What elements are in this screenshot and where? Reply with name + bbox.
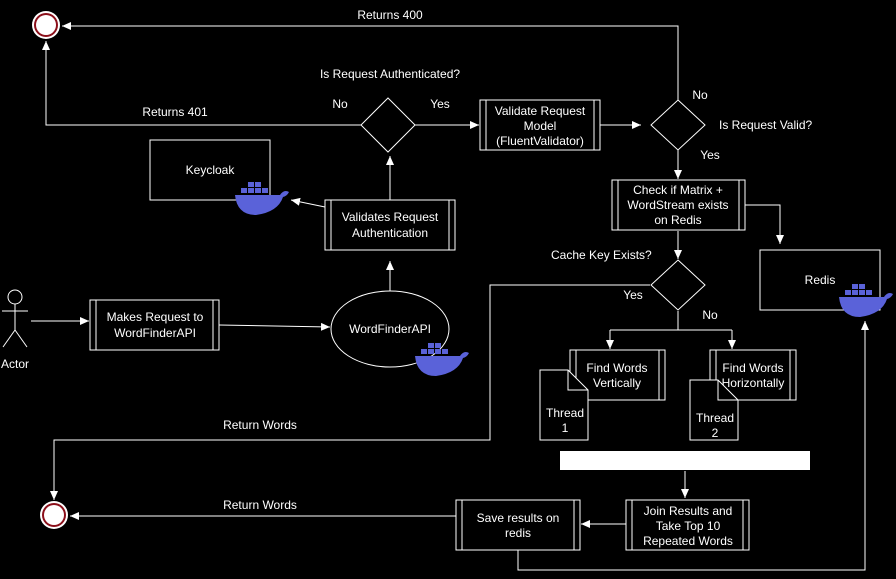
sync-bar (560, 451, 810, 470)
save-line1: Save results on (477, 511, 560, 525)
edge-returns-401 (42, 41, 361, 126)
edge-request-to-wordfinder (218, 322, 331, 331)
actor-figure (2, 289, 28, 348)
save-results-box: Save results on redis (455, 499, 581, 551)
find-vertical-line1: Find Words (586, 361, 647, 375)
thread1-note: Thread 1 (539, 369, 589, 441)
edge-cache-no (610, 311, 732, 331)
redis-label: Redis (805, 273, 836, 287)
find-vertical-line2: Vertically (593, 376, 641, 390)
label-returns-400: Returns 400 (357, 8, 423, 22)
label-cache-exists: Cache Key Exists? (551, 248, 652, 262)
label-return-words-1: Return Words (223, 418, 297, 432)
label-returns-401: Returns 401 (142, 105, 208, 119)
label-is-authenticated: Is Request Authenticated? (320, 67, 460, 81)
thread1-line1: Thread (546, 406, 584, 420)
makes-request-line1: Makes Request to (107, 310, 204, 324)
join-line2: Take Top 10 (656, 519, 721, 533)
validate-model-line1: Validate Request (495, 104, 586, 118)
keycloak-label: Keycloak (186, 163, 236, 177)
edge-check-to-redis (745, 204, 784, 244)
label-no-valid: No (692, 88, 708, 102)
end-node-top (32, 11, 60, 39)
check-cache-line3: on Redis (654, 213, 701, 227)
validate-model-box: Validate Request Model (FluentValidator) (479, 99, 601, 151)
label-is-valid: Is Request Valid? (719, 118, 812, 132)
wordfinder-label: WordFinderAPI (349, 322, 431, 336)
thread2-line1: Thread (696, 411, 734, 425)
wordfinder-node: WordFinderAPI (330, 290, 450, 368)
edge-validates-to-keycloak (290, 197, 326, 208)
validates-auth-box: Validates Request Authentication (324, 199, 456, 251)
find-horizontal-box: Find Words Horizontally (709, 349, 797, 401)
check-cache-line2: WordStream exists (627, 198, 728, 212)
find-horizontal-line1: Find Words (722, 361, 783, 375)
makes-request-box: Makes Request to WordFinderAPI (89, 299, 220, 351)
actor-label: Actor (1, 357, 29, 371)
join-results-box: Join Results and Take Top 10 Repeated Wo… (625, 499, 750, 551)
save-line2: redis (505, 526, 531, 540)
validates-auth-line2: Authentication (352, 226, 428, 240)
thread2-line2: 2 (712, 426, 719, 440)
cache-decision (650, 259, 706, 311)
check-cache-line1: Check if Matrix + (633, 183, 723, 197)
validate-model-line3: (FluentValidator) (496, 134, 584, 148)
thread2-note: Thread 2 (689, 379, 739, 441)
check-cache-box: Check if Matrix + WordStream exists on R… (611, 179, 746, 231)
valid-decision (650, 99, 706, 151)
makes-request-line2: WordFinderAPI (114, 326, 196, 340)
join-line1: Join Results and (644, 504, 733, 518)
edge-returns-400 (62, 22, 679, 100)
validates-auth-line1: Validates Request (342, 210, 439, 224)
end-node-bottom (40, 501, 68, 529)
label-yes-valid: Yes (700, 148, 720, 162)
edge-save-to-redis (517, 321, 869, 571)
label-no-cache: No (702, 308, 718, 322)
auth-decision (360, 97, 416, 153)
label-yes-auth: Yes (430, 97, 450, 111)
join-line3: Repeated Words (643, 534, 733, 548)
label-return-words-2: Return Words (223, 498, 297, 512)
label-no-auth: No (332, 97, 348, 111)
validate-model-line2: Model (524, 119, 557, 133)
find-horizontal-line2: Horizontally (722, 376, 785, 390)
label-yes-cache: Yes (623, 288, 643, 302)
edge-cache-yes (50, 284, 650, 500)
thread1-line2: 1 (562, 421, 569, 435)
